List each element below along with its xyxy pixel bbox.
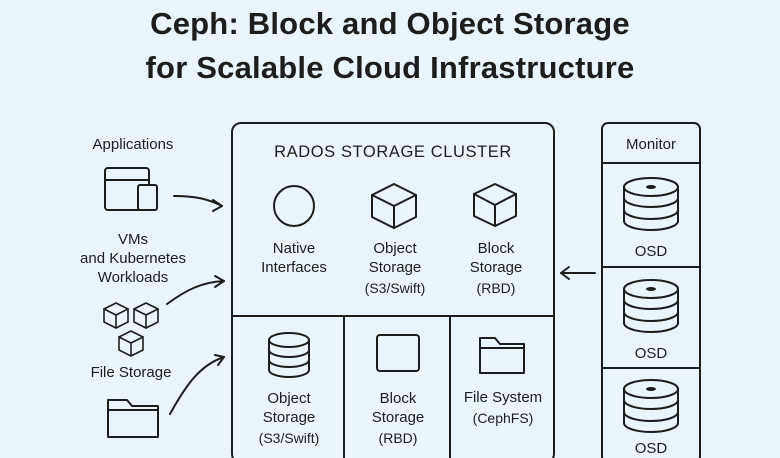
cube-icon	[473, 183, 517, 227]
diagram-title-line-2: for Scalable Cloud Infrastructure	[145, 50, 635, 85]
database-icon	[268, 332, 310, 378]
osd-label-1: OSD	[634, 243, 668, 260]
native-interfaces-label-line-1: Native	[272, 240, 316, 257]
top-object-storage-label-line-2: Storage	[368, 259, 422, 276]
disk-stack-icon	[623, 177, 679, 231]
monitor-osd-column	[601, 122, 701, 458]
top-block-storage-label-line-2: Storage	[469, 259, 523, 276]
top-object-storage-label-line-3: (S3/Swift)	[364, 280, 426, 296]
folder-icon	[479, 337, 525, 374]
square-icon	[376, 334, 420, 372]
file-storage-label: File Storage	[90, 364, 172, 381]
applications-arrow	[173, 195, 223, 212]
application-window-icon	[104, 167, 158, 211]
circle-icon	[273, 185, 315, 227]
cluster-title: RADOS STORAGE CLUSTER	[274, 143, 512, 161]
bottom-object-storage-label-line-1: Object	[267, 390, 311, 407]
disk-stack-icon	[623, 279, 679, 333]
monitor-label: Monitor	[625, 136, 677, 153]
applications-label: Applications	[92, 136, 174, 153]
osd-label-3: OSD	[634, 440, 668, 457]
diagram-title-line-1: Ceph: Block and Object Storage	[150, 6, 630, 41]
folder-icon	[107, 399, 159, 438]
bottom-block-storage-label-line-1: Block	[379, 390, 417, 407]
top-object-storage-label-line-1: Object	[373, 240, 417, 257]
bottom-object-storage-label-line-3: (S3/Swift)	[258, 430, 320, 446]
vms-label-line-1: VMs	[118, 231, 148, 248]
bottom-object-storage-label-line-2: Storage	[262, 409, 316, 426]
top-block-storage-label-line-1: Block	[477, 240, 515, 257]
file-system-label-line-2: (CephFS)	[472, 410, 534, 426]
file-storage-arrow	[169, 354, 225, 415]
vms-label-line-2: and Kubernetes	[80, 250, 186, 267]
file-system-label-line-1: File System	[463, 389, 543, 406]
vms-label-line-3: Workloads	[97, 269, 169, 286]
osd-label-2: OSD	[634, 345, 668, 362]
stacked-cubes-icon	[103, 302, 159, 357]
top-block-storage-label-line-3: (RBD)	[476, 280, 516, 296]
bottom-block-storage-label-line-3: (RBD)	[378, 430, 418, 446]
cube-icon	[371, 183, 417, 229]
native-interfaces-label-line-2: Interfaces	[261, 259, 327, 276]
vms-arrow	[166, 275, 225, 305]
bottom-block-storage-label-line-2: Storage	[371, 409, 425, 426]
osd-to-cluster-arrow	[560, 266, 596, 280]
disk-stack-icon	[623, 379, 679, 433]
rados-cluster-box	[231, 122, 555, 458]
